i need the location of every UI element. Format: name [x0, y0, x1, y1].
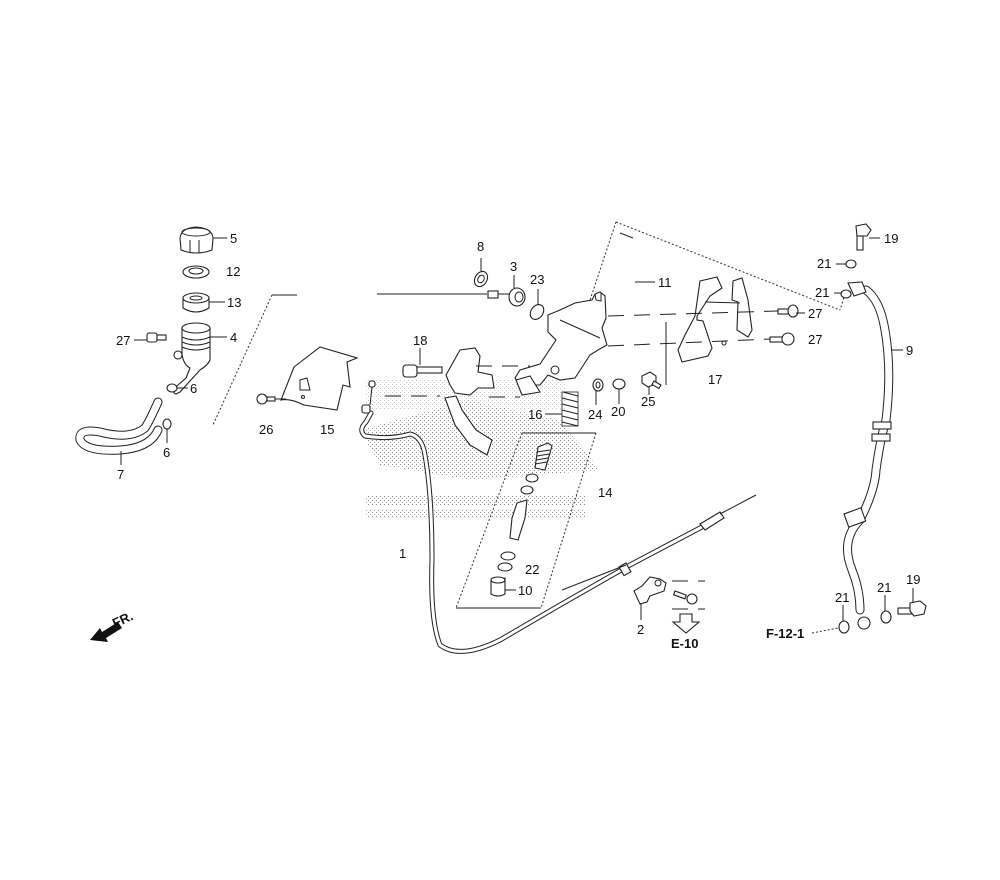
- reference-e10-link[interactable]: E-10: [671, 636, 698, 651]
- callout-2: 2: [637, 622, 644, 637]
- o-ring-part: [529, 304, 545, 320]
- callout-23: 23: [530, 272, 544, 287]
- bolt-part-e10: [672, 590, 698, 605]
- clutch-cable-part: [359, 380, 757, 654]
- callout-22: 22: [525, 562, 539, 577]
- leader-lines: [120, 237, 914, 621]
- callout-6-upper: 6: [190, 381, 197, 396]
- spring-part: [561, 391, 579, 427]
- lever-part: [402, 347, 541, 456]
- cable-clamp-part: [633, 576, 667, 605]
- callout-18: 18: [413, 333, 427, 348]
- clutch-hose-part: [843, 281, 894, 615]
- push-rod-part: [487, 287, 526, 307]
- callout-11: 11: [658, 275, 672, 290]
- reservoir-part: [173, 322, 211, 395]
- callout-19-top: 19: [884, 231, 898, 246]
- bolt-part-25: [641, 371, 662, 390]
- cover-part: [280, 346, 359, 411]
- oil-bolt-part-top: [855, 223, 872, 251]
- callout-19-bottom: 19: [906, 572, 920, 587]
- nut-part: [612, 378, 626, 390]
- hose-clip-part: [162, 383, 178, 430]
- reservoir-cap-part: [179, 226, 214, 254]
- callout-10: 10: [518, 583, 532, 598]
- reservoir-hose-part: [75, 397, 163, 455]
- reference-f12-1-link[interactable]: F-12-1: [766, 626, 804, 641]
- callout-24: 24: [588, 407, 602, 422]
- callout-27-upper: 27: [808, 306, 822, 321]
- callout-16: 16: [528, 407, 542, 422]
- callout-13: 13: [227, 295, 241, 310]
- callout-21-d: 21: [877, 580, 891, 595]
- callout-labels: 5 12 13 4 27 6 6 7 26 15 8 3 23 18 11 16…: [116, 231, 920, 637]
- bolt-part: [146, 332, 167, 343]
- piston-set-parts: [490, 442, 553, 597]
- reference-arrow-e10: [671, 613, 701, 634]
- washer-part: [592, 378, 604, 392]
- master-cylinder-part: [514, 291, 608, 386]
- callout-14: 14: [598, 485, 612, 500]
- callout-20: 20: [611, 404, 625, 419]
- piston-set-outline: [455, 432, 597, 609]
- callout-1: 1: [399, 546, 406, 561]
- callout-3: 3: [510, 259, 517, 274]
- diaphragm-part: [182, 292, 210, 313]
- assembly-outline: [212, 221, 846, 426]
- callout-9: 9: [906, 343, 913, 358]
- sealing-washer-parts: [838, 259, 892, 634]
- callout-21-a: 21: [817, 256, 831, 271]
- bracket-part: [677, 276, 753, 363]
- callout-17: 17: [708, 372, 722, 387]
- callout-12: 12: [226, 264, 240, 279]
- callout-7: 7: [117, 467, 124, 482]
- boot-part: [473, 270, 489, 288]
- callout-27-left: 27: [116, 333, 130, 348]
- callout-25: 25: [641, 394, 655, 409]
- diaphragm-plate-part: [182, 265, 210, 279]
- callout-6-lower: 6: [163, 445, 170, 460]
- callout-4: 4: [230, 330, 237, 345]
- bolt-part-27: [769, 304, 799, 346]
- callout-8: 8: [477, 239, 484, 254]
- callout-27-lower: 27: [808, 332, 822, 347]
- front-direction-arrow-icon: FR.: [90, 608, 135, 642]
- callout-15: 15: [320, 422, 334, 437]
- front-direction-label: FR.: [110, 608, 135, 630]
- callout-21-b: 21: [815, 285, 829, 300]
- callout-21-c: 21: [835, 590, 849, 605]
- oil-bolt-part-bottom: [897, 600, 927, 617]
- callout-5: 5: [230, 231, 237, 246]
- screw-part: [256, 393, 276, 405]
- callout-26: 26: [259, 422, 273, 437]
